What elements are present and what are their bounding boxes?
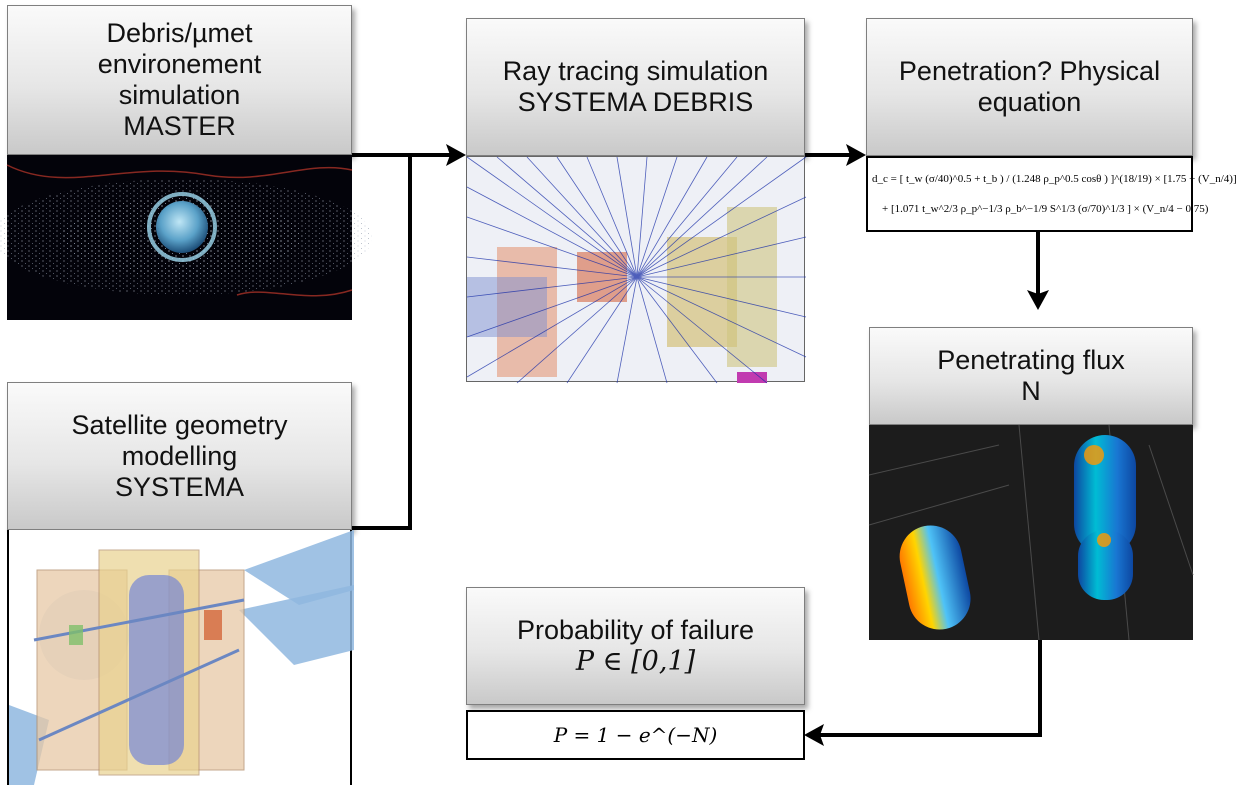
satellite-line-2: modelling	[121, 440, 238, 471]
penetration-line-1: Penetration? Physical	[898, 56, 1161, 86]
satellite-model-image	[7, 530, 354, 785]
raytracing-line-2: SYSTEMA DEBRIS	[517, 87, 754, 117]
connector-arrows	[350, 144, 1049, 746]
equation-line-1: d_c = [ t_w (σ/40)^0.5 + t_b ) / (1.248 …	[872, 173, 1237, 185]
debris-line-3: simulation	[118, 80, 241, 110]
flux-heatmap-image	[868, 424, 1194, 641]
debris-space-image	[0, 155, 372, 320]
satellite-line-3: SYSTEMA	[114, 471, 245, 502]
probability-formula: P = 1 − e^(−N)	[466, 710, 805, 760]
ballistic-limit-equation: d_c = [ t_w (σ/40)^0.5 + t_b ) / (1.248 …	[866, 156, 1237, 232]
satellite-geometry-box: Satellite geometry modelling SYSTEMA	[7, 382, 352, 530]
probability-of-failure-box: Probability of failure P ∈ [0,1]	[466, 587, 805, 705]
raytracing-line-1: Ray tracing simulation	[502, 56, 769, 86]
ray-tracing-image	[466, 156, 807, 384]
probability-range: P ∈ [0,1]	[575, 646, 696, 677]
penetration-line-2: equation	[977, 87, 1082, 117]
flux-line-1: Penetrating flux	[937, 345, 1125, 375]
satellite-line-1: Satellite geometry	[71, 409, 288, 440]
debris-line-1: Debris/µmet	[106, 18, 253, 48]
ray-tracing-box: Ray tracing simulation SYSTEMA DEBRIS	[466, 18, 805, 156]
probability-line-1: Probability of failure	[516, 615, 755, 645]
penetration-equation-box: Penetration? Physical equation	[866, 18, 1193, 156]
flux-line-2: N	[1021, 376, 1041, 406]
penetrating-flux-box: Penetrating flux N	[869, 327, 1193, 425]
debris-environment-box: Debris/µmet environement simulation MAST…	[7, 5, 352, 155]
equation-line-2: + [1.071 t_w^2/3 ρ_p^−1/3 ρ_b^−1/9 S^1/3…	[882, 203, 1209, 215]
debris-line-4: MASTER	[123, 111, 236, 141]
debris-line-2: environement	[97, 49, 262, 79]
probability-formula-text: P = 1 − e^(−N)	[553, 723, 718, 747]
